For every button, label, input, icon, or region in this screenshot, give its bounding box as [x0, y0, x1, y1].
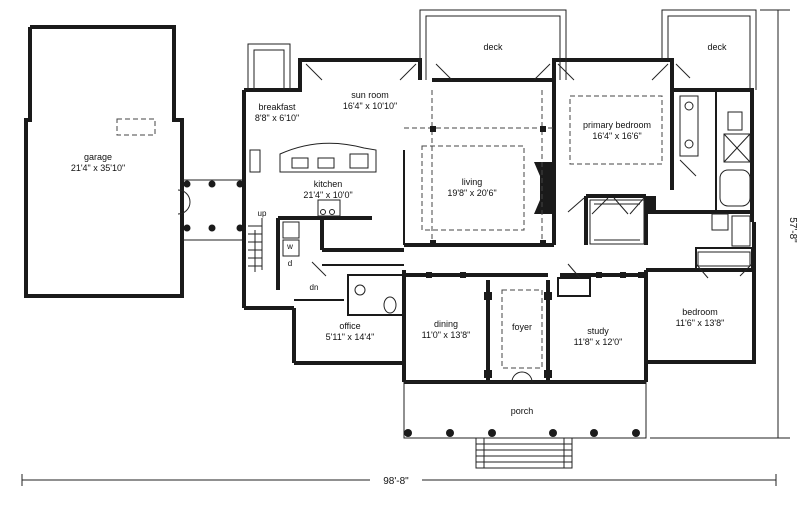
- breakfast-size: 8'8" x 6'10": [255, 113, 299, 123]
- study-size: 11'8" x 12'0": [574, 337, 623, 347]
- doors: [305, 63, 753, 383]
- posts: [426, 126, 656, 378]
- dining-size: 11'0" x 13'8": [422, 330, 471, 340]
- fixture-markers: up w d dn: [258, 209, 319, 292]
- living-size: 19'8" x 20'6": [447, 188, 496, 198]
- kitchen-name: kitchen: [314, 179, 343, 189]
- overall-depth: 57'-8": [787, 217, 798, 243]
- overall-width: 98'-8": [383, 476, 409, 487]
- deck-right-name: deck: [707, 42, 727, 52]
- dimension-labels: 98'-8" 57'-8": [370, 217, 798, 487]
- garage-structure: [24, 25, 184, 298]
- kitchen-fixtures: [248, 142, 377, 272]
- study-name: study: [587, 326, 609, 336]
- breezeway: [177, 179, 244, 241]
- dimension-lines: [21, 9, 790, 486]
- primary-bedroom-size: 16'4" x 16'6": [592, 131, 641, 141]
- sun-room-size: 16'4" x 10'10": [343, 101, 397, 111]
- living-name: living: [462, 177, 483, 187]
- dryer-marker: d: [288, 259, 292, 268]
- fireplace: [534, 162, 554, 214]
- foyer-name: foyer: [512, 322, 532, 332]
- stair-up-marker: up: [258, 209, 267, 218]
- bedroom-name: bedroom: [682, 307, 718, 317]
- sun-room-name: sun room: [351, 90, 389, 100]
- bedroom-size: 11'6" x 13'8": [676, 318, 725, 328]
- dining-name: dining: [434, 319, 458, 329]
- office-name: office: [339, 321, 360, 331]
- porch-name: porch: [511, 406, 534, 416]
- office-size: 5'11" x 14'4": [326, 332, 375, 342]
- bath-fixtures: [354, 95, 751, 314]
- dashed-overlays: [404, 90, 663, 369]
- deck-left-name: deck: [483, 42, 503, 52]
- breakfast-name: breakfast: [258, 102, 296, 112]
- room-labels: garage 21'4" x 35'10" breakfast 8'8" x 6…: [71, 42, 727, 416]
- porch-structure: [403, 381, 647, 469]
- primary-bedroom-name: primary bedroom: [583, 120, 651, 130]
- deck-structures: [247, 9, 757, 90]
- kitchen-size: 21'4" x 10'0": [303, 190, 352, 200]
- garage-size: 21'4" x 35'10": [71, 163, 125, 173]
- stair-down-marker: dn: [310, 283, 319, 292]
- washer-marker: w: [286, 242, 293, 251]
- house-walls: [242, 58, 756, 384]
- garage-name: garage: [84, 152, 112, 162]
